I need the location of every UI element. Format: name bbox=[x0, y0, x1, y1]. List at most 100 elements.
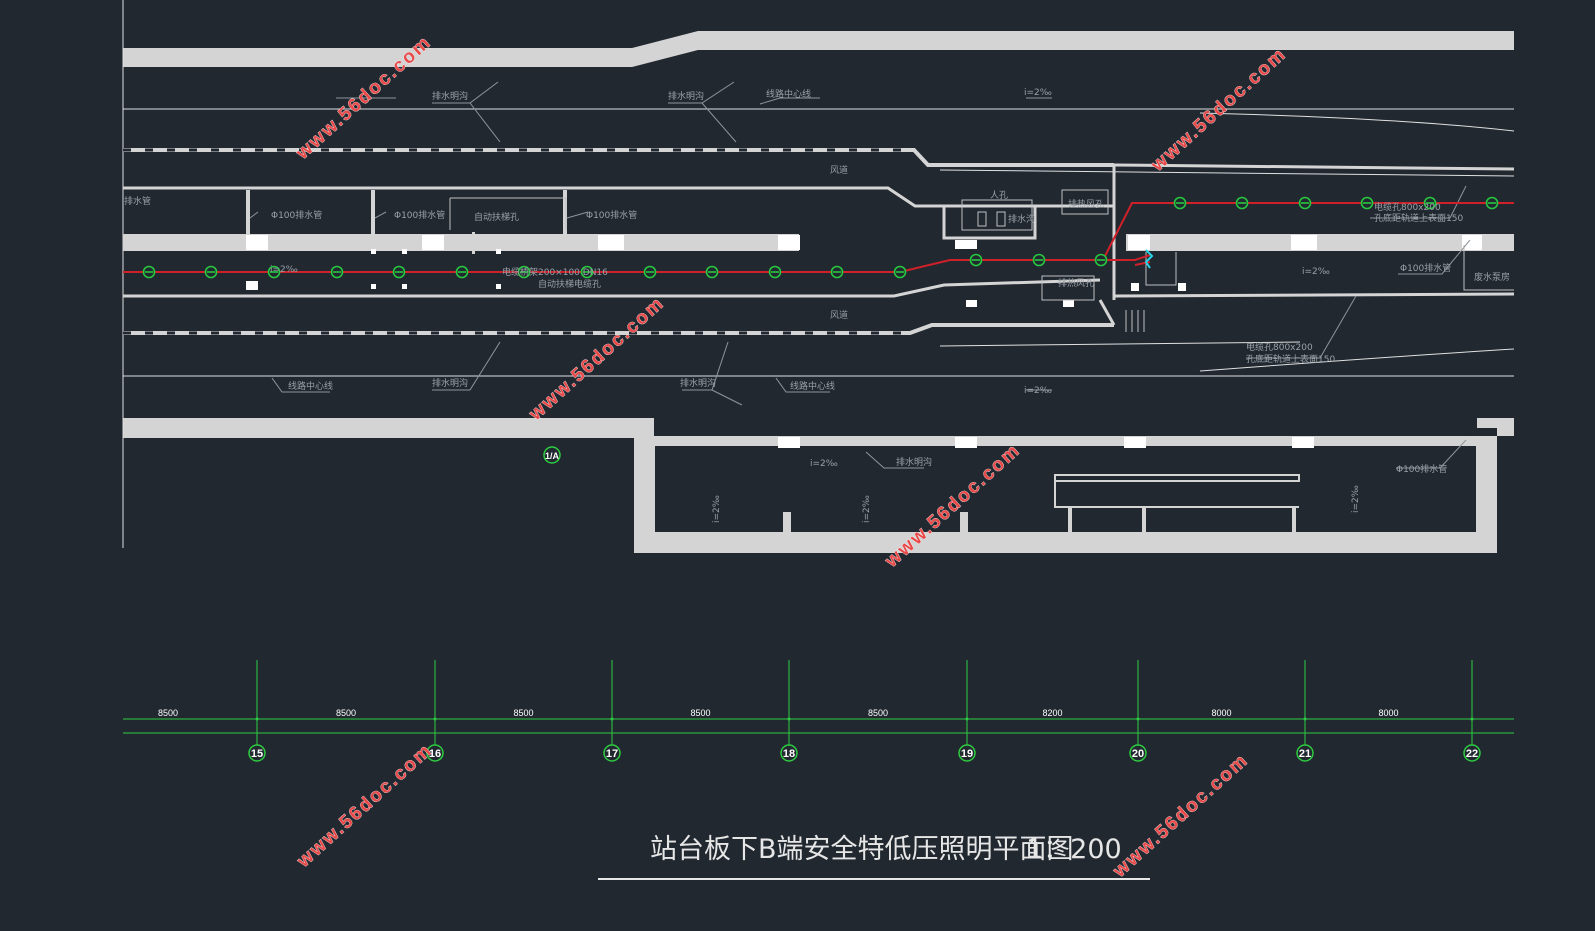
label-drain-pit: 排水沟 bbox=[1008, 213, 1035, 225]
label-drain-pipe-left: 排水管 bbox=[124, 195, 151, 207]
pump-room-inner bbox=[654, 446, 1477, 533]
light-fixture bbox=[768, 265, 782, 279]
light-fixture bbox=[455, 265, 469, 279]
light-fixture bbox=[1298, 196, 1312, 210]
light-fixtures bbox=[142, 196, 1499, 279]
drawing-title: 站台板下B端安全特低压照明平面图 bbox=[650, 834, 1074, 865]
label-drain-ditch-2: 排水明沟 bbox=[668, 90, 704, 102]
light-fixture bbox=[1173, 196, 1187, 210]
watermark-6: www.56doc.com bbox=[1109, 750, 1253, 883]
light-fixture bbox=[705, 265, 719, 279]
axis-bubble bbox=[1463, 744, 1481, 762]
dimension-span: 8500 bbox=[513, 708, 533, 718]
label-slope-1: i=2‰ bbox=[1024, 88, 1052, 98]
axis-label: 19 bbox=[961, 748, 973, 760]
axis-label: 16 bbox=[429, 748, 441, 760]
dimension-line bbox=[123, 718, 1514, 734]
label-air-vent-lower: 排热风孔 bbox=[1058, 277, 1094, 289]
label-line-center-3: 线路中心线 bbox=[790, 380, 835, 392]
cable-stub-cyan bbox=[1144, 249, 1154, 269]
light-fixture bbox=[1032, 253, 1046, 267]
axis-tick bbox=[1136, 717, 1140, 721]
axis-tick bbox=[255, 717, 259, 721]
label-slope-2: i=2‰ bbox=[270, 265, 298, 275]
reference-marker-text: 1/A bbox=[545, 451, 560, 461]
duct-walls bbox=[123, 186, 1515, 298]
dimension-span: 8500 bbox=[868, 708, 888, 718]
label-drain-100-right: Φ100排水管 bbox=[1400, 262, 1451, 274]
axis-bubble bbox=[426, 744, 444, 762]
label-drain-ditch-5: 排水明沟 bbox=[896, 456, 932, 468]
axis-tick bbox=[1470, 717, 1474, 721]
watermark-3: www.56doc.com bbox=[525, 293, 669, 426]
top-wall bbox=[123, 31, 1514, 67]
label-line-center-2: 线路中心线 bbox=[288, 380, 333, 392]
light-fixture bbox=[580, 265, 594, 279]
label-fire-hole: 自动扶梯孔 bbox=[474, 211, 519, 223]
axis-label: 18 bbox=[783, 748, 795, 760]
text-labels: 排水管 Φ100排水管 Φ100排水管 自动扶梯孔 Φ100排水管 排水明沟 排… bbox=[124, 88, 1510, 523]
label-cable-left-sub: 自动扶梯电缆孔 bbox=[538, 278, 601, 290]
axis-tick bbox=[433, 717, 437, 721]
label-riser-3: i=2‰ bbox=[1351, 485, 1361, 513]
platform-slab bbox=[123, 234, 1514, 307]
axis-label: 17 bbox=[606, 748, 618, 760]
light-fixture bbox=[1360, 196, 1374, 210]
label-drain-ditch-3: 排水明沟 bbox=[432, 377, 468, 389]
axis-label: 21 bbox=[1299, 748, 1311, 760]
label-riser-1: i=2‰ bbox=[712, 495, 722, 523]
light-fixture bbox=[204, 265, 218, 279]
label-air-vent-upper: 排热风孔 bbox=[1068, 198, 1104, 210]
light-fixture bbox=[267, 265, 281, 279]
dimension-span: 8200 bbox=[1042, 708, 1062, 718]
label-cable-hole-upper: 电缆孔800x200 bbox=[1374, 201, 1441, 213]
light-fixture bbox=[1235, 196, 1249, 210]
label-manhole: 人孔 bbox=[990, 190, 1008, 201]
light-fixture bbox=[1485, 196, 1499, 210]
cable-main-left bbox=[123, 254, 1151, 273]
light-fixture bbox=[643, 265, 657, 279]
label-slope-5: i=2‰ bbox=[810, 459, 838, 469]
label-drain-ditch-4: 排水明沟 bbox=[680, 377, 716, 389]
light-fixture bbox=[392, 265, 406, 279]
wall-openings bbox=[778, 437, 1314, 448]
label-slope-3: i=2‰ bbox=[1302, 267, 1330, 277]
axis-bubble bbox=[1296, 744, 1314, 762]
label-drain-100-b: Φ100排水管 bbox=[394, 209, 445, 221]
label-drain-ditch-1: 排水明沟 bbox=[432, 90, 468, 102]
cable-branch bbox=[1103, 202, 1514, 259]
axis-label: 22 bbox=[1466, 748, 1478, 760]
axis-tick bbox=[965, 717, 969, 721]
label-riser-2: i=2‰ bbox=[862, 495, 872, 523]
dimension-span: 8000 bbox=[1378, 708, 1398, 718]
watermark-2: www.56doc.com bbox=[1147, 44, 1291, 177]
label-line-center-1: 线路中心线 bbox=[766, 88, 811, 100]
label-wind-duct-upper: 风道 bbox=[830, 164, 848, 176]
light-fixture bbox=[517, 265, 531, 279]
light-fixture bbox=[893, 265, 907, 279]
reference-marker: 1/A bbox=[543, 446, 561, 464]
axis-tick bbox=[787, 717, 791, 721]
light-fixture bbox=[1094, 253, 1108, 267]
label-cable-hole-upper-sub: 孔底距轨道上表面150 bbox=[1374, 212, 1463, 224]
light-fixture bbox=[1423, 196, 1437, 210]
light-fixture bbox=[330, 265, 344, 279]
label-slope-4: i=2‰ bbox=[1024, 386, 1052, 396]
axis-bubble bbox=[1129, 744, 1147, 762]
stair-hatch bbox=[1125, 310, 1145, 332]
label-cable-left: 电缆桥架200×100 DN16 bbox=[502, 266, 608, 278]
dimension-span: 8500 bbox=[158, 708, 178, 718]
leader-lines bbox=[249, 81, 1471, 469]
light-fixture bbox=[142, 265, 156, 279]
equipment-boxes bbox=[449, 189, 1514, 301]
axis-bubble bbox=[780, 744, 798, 762]
center-lines bbox=[122, 0, 1515, 548]
axis-bubble bbox=[958, 744, 976, 762]
dimension-span: 8500 bbox=[336, 708, 356, 718]
label-drain-100-lower: Φ100排水管 bbox=[1396, 463, 1447, 475]
label-drain-100-c: Φ100排水管 bbox=[586, 209, 637, 221]
axis-bubble bbox=[603, 744, 621, 762]
light-fixture bbox=[830, 265, 844, 279]
